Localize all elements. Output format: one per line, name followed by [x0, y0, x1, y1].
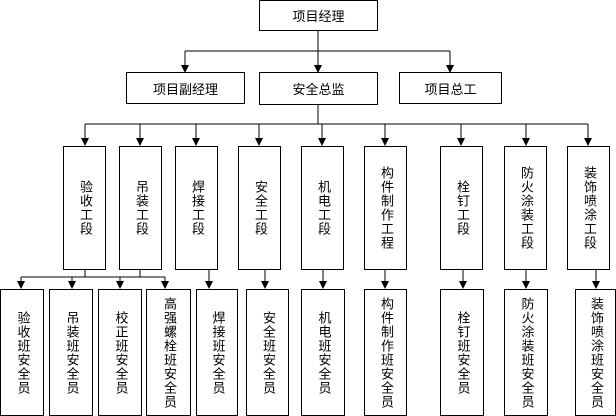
section-box: 栓钉工段 [440, 146, 483, 270]
officer-box: 防火涂装班安全员 [504, 289, 548, 416]
project-manager-label: 项目经理 [292, 10, 345, 25]
officer-box: 高强螺栓班安全员 [146, 289, 191, 416]
officer-label: 吊装班安全员 [63, 310, 79, 395]
project-manager-box: 项目经理 [259, 0, 378, 31]
officer-label: 防火涂装班安全员 [518, 296, 534, 409]
section-label: 吊装工段 [133, 180, 148, 236]
section-box: 验收工段 [63, 146, 106, 270]
officer-label: 安全班安全员 [260, 310, 275, 395]
deputy-manager-box: 项目副经理 [126, 72, 245, 104]
officer-box: 验收班安全员 [0, 289, 44, 416]
section-label: 装饰喷涂工段 [581, 166, 596, 250]
section-box: 焊接工段 [175, 146, 218, 270]
section-box: 构件制作工程 [364, 146, 407, 270]
officer-box: 构件制作班安全员 [364, 289, 407, 416]
chief-engineer-label: 项目总工 [424, 82, 477, 98]
officer-label: 高强螺栓班安全员 [161, 296, 176, 409]
section-label: 构件制作工程 [378, 166, 393, 250]
section-label: 机电工段 [315, 180, 330, 236]
section-box: 防火涂装工段 [504, 146, 547, 270]
section-box: 吊装工段 [119, 146, 162, 270]
deputy-manager-label: 项目副经理 [152, 82, 218, 98]
officer-box: 安全班安全员 [246, 289, 289, 416]
officer-label: 焊接班安全员 [209, 310, 225, 395]
officer-box: 装饰喷涂班安全员 [575, 289, 616, 416]
officer-label: 装饰喷涂班安全员 [588, 296, 603, 409]
safety-director-label: 安全总监 [292, 83, 345, 98]
officer-label: 栓钉班安全员 [454, 310, 470, 395]
section-label: 安全工段 [252, 180, 267, 236]
section-label: 验收工段 [77, 180, 92, 236]
officer-box: 栓钉班安全员 [440, 289, 484, 416]
section-label: 防火涂装工段 [518, 166, 533, 250]
officer-box: 吊装班安全员 [49, 289, 93, 416]
section-box: 安全工段 [238, 146, 281, 270]
safety-director-box: 安全总监 [259, 72, 378, 105]
chief-engineer-box: 项目总工 [399, 72, 502, 104]
section-box: 装饰喷涂工段 [567, 146, 610, 270]
officer-box: 校正班安全员 [98, 289, 142, 416]
officer-label: 验收班安全员 [14, 310, 30, 395]
officer-label: 机电班安全员 [315, 310, 331, 395]
officer-box: 焊接班安全员 [196, 289, 238, 416]
section-label: 焊接工段 [189, 180, 204, 236]
officer-label: 校正班安全员 [112, 310, 128, 395]
section-box: 机电工段 [301, 146, 344, 270]
officer-label: 构件制作班安全员 [378, 296, 393, 409]
officer-box: 机电班安全员 [301, 289, 345, 416]
section-label: 栓钉工段 [454, 180, 469, 236]
